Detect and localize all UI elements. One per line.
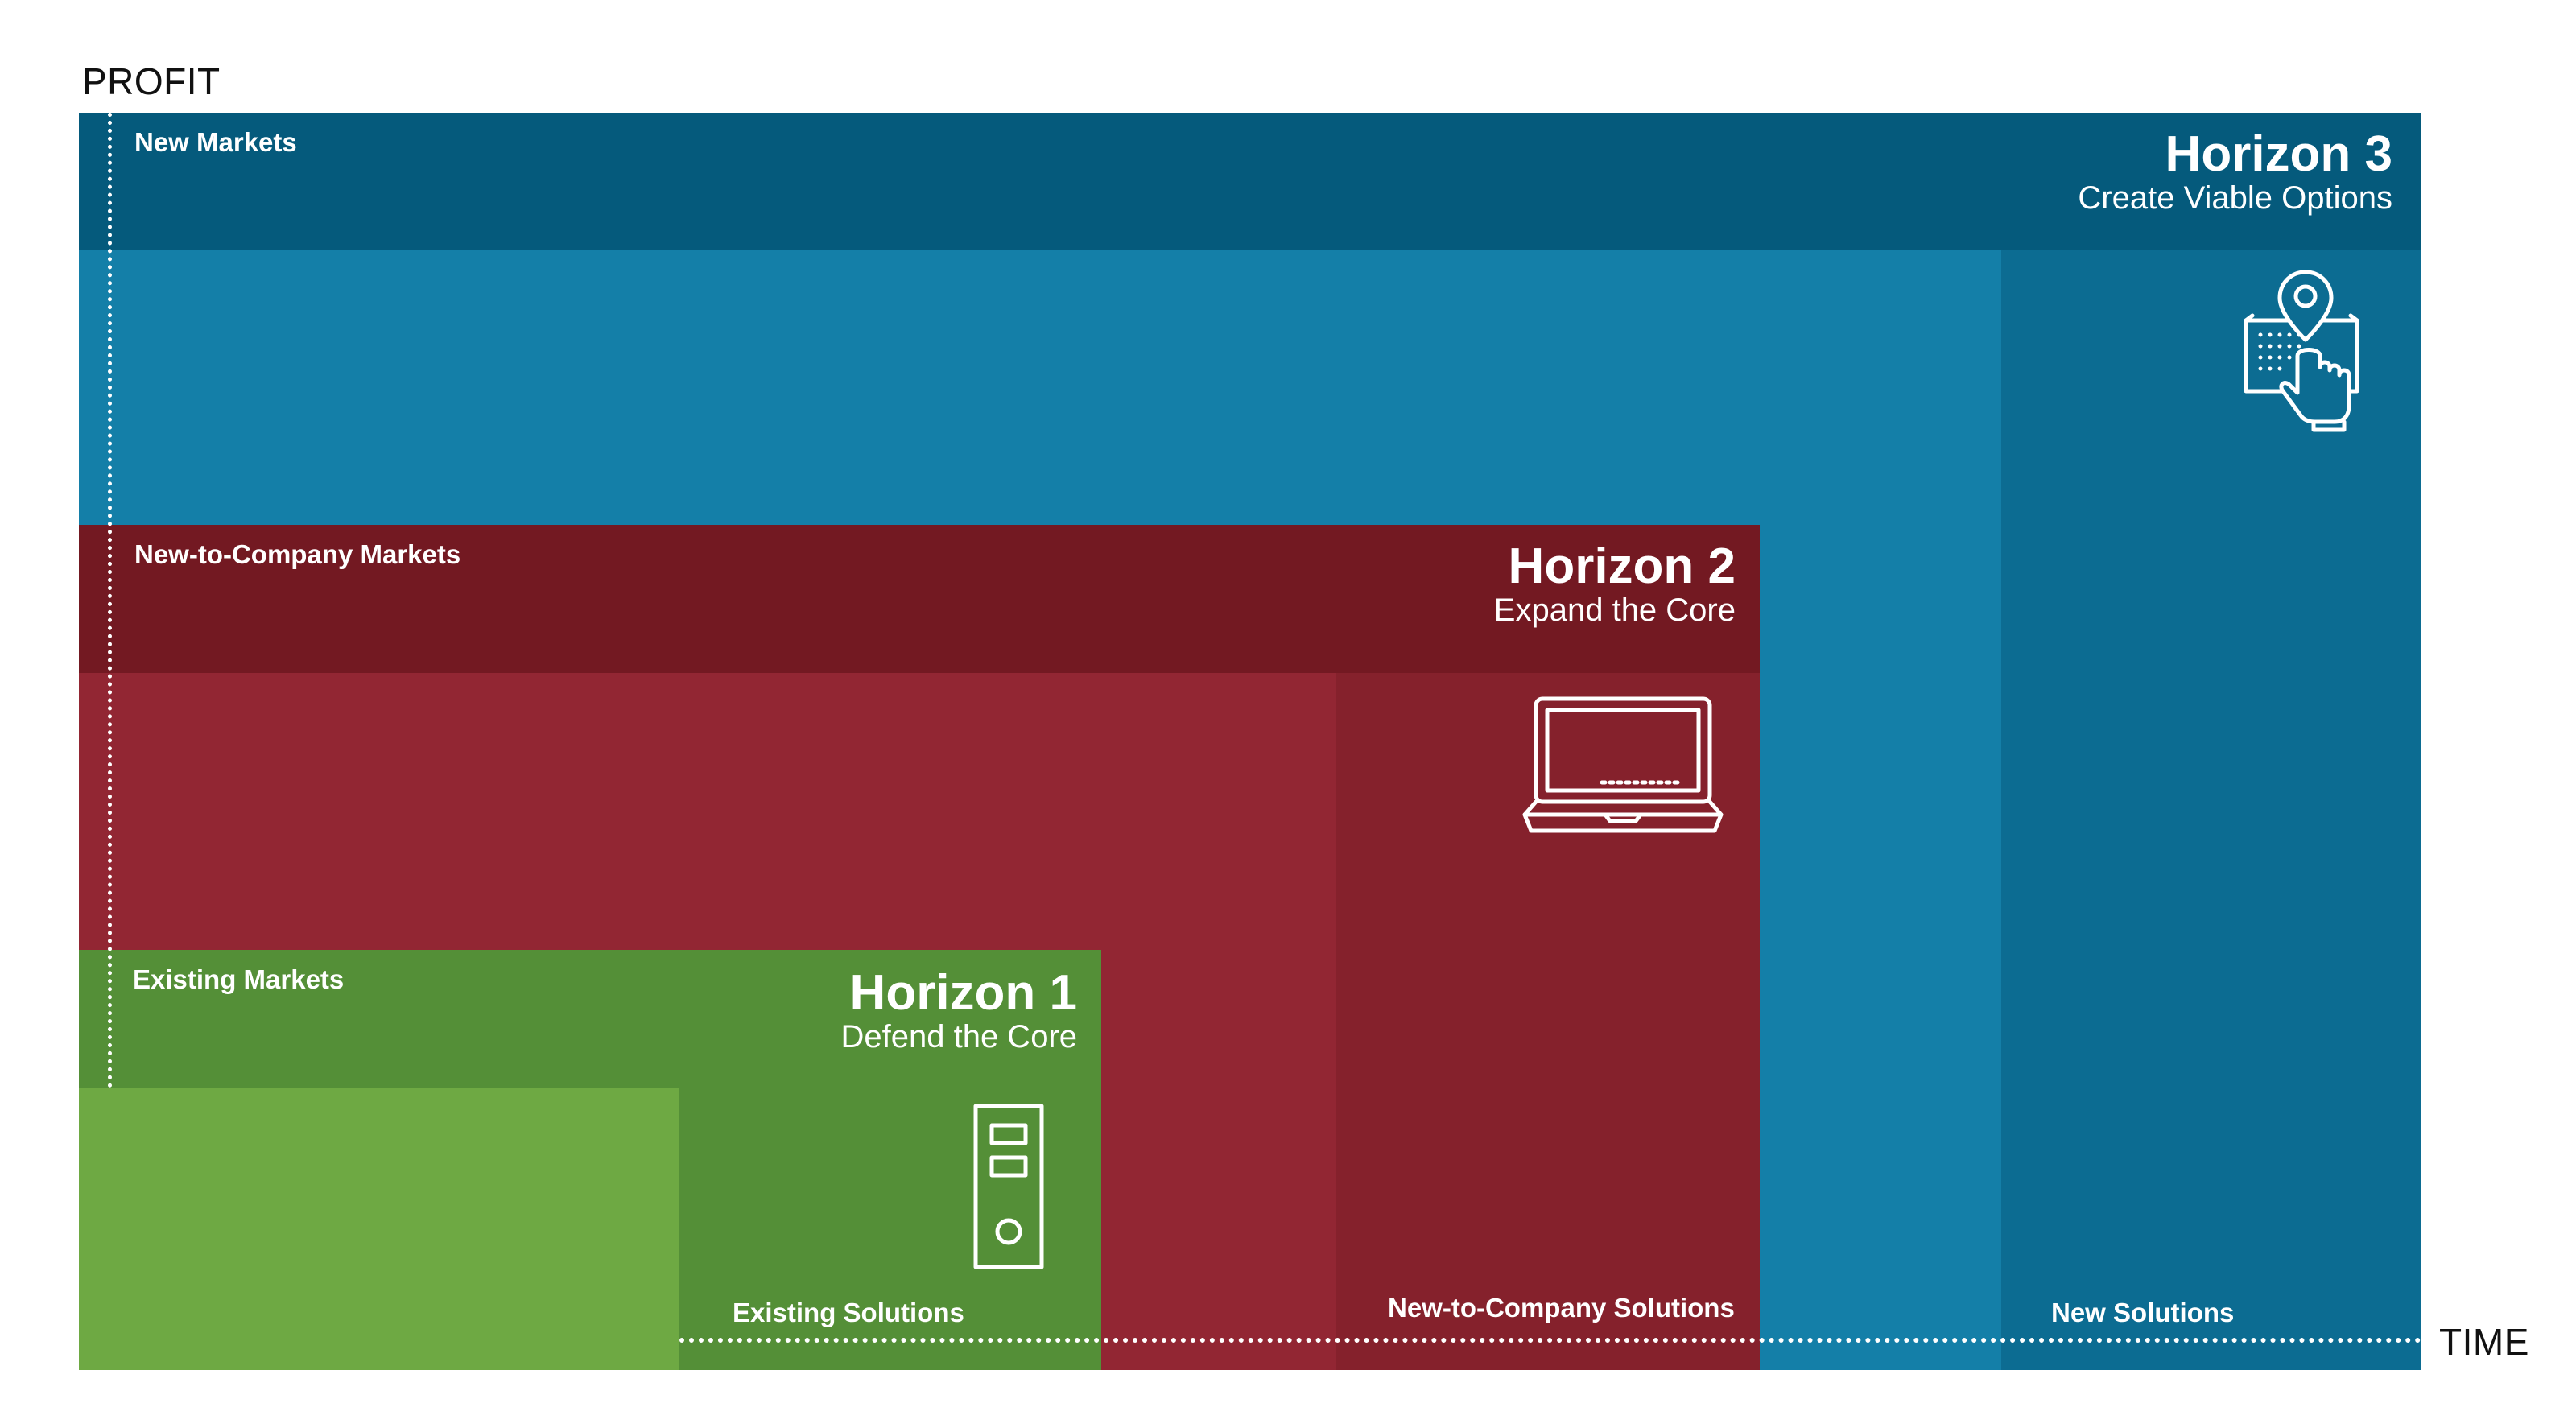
horizon-1-subtitle: Defend the Core xyxy=(840,1019,1077,1055)
horizon-3-subtitle: Create Viable Options xyxy=(2078,180,2392,216)
laptop-icon xyxy=(1522,696,1724,833)
horizon-1-market-label: Existing Markets xyxy=(133,964,345,994)
horizon-3-market-band xyxy=(79,113,2421,250)
horizon-2-market-band xyxy=(79,525,1760,673)
x-axis-dotted-line xyxy=(679,1338,2421,1343)
horizon-1-solution-label: Existing Solutions xyxy=(733,1298,964,1327)
horizon-2-title: Horizon 2 xyxy=(1508,539,1736,594)
horizon-2-market-label: New-to-Company Markets xyxy=(134,539,461,569)
y-axis-label: PROFIT xyxy=(82,60,221,102)
y-axis-dotted-line xyxy=(108,113,112,1088)
horizon-1-market-band xyxy=(79,950,1101,1088)
server-tower-icon xyxy=(973,1104,1044,1269)
horizon-3-title: Horizon 3 xyxy=(2165,126,2392,182)
horizon-1-title: Horizon 1 xyxy=(849,965,1077,1021)
map-pin-touch-icon xyxy=(2244,270,2359,432)
horizon-3-solution-label: New Solutions xyxy=(2051,1298,2235,1327)
horizon-2-subtitle: Expand the Core xyxy=(1493,592,1736,628)
x-axis-label: TIME xyxy=(2439,1321,2529,1363)
horizon-2-solution-label: New-to-Company Solutions xyxy=(1388,1293,1735,1323)
horizon-3-market-label: New Markets xyxy=(134,127,297,157)
